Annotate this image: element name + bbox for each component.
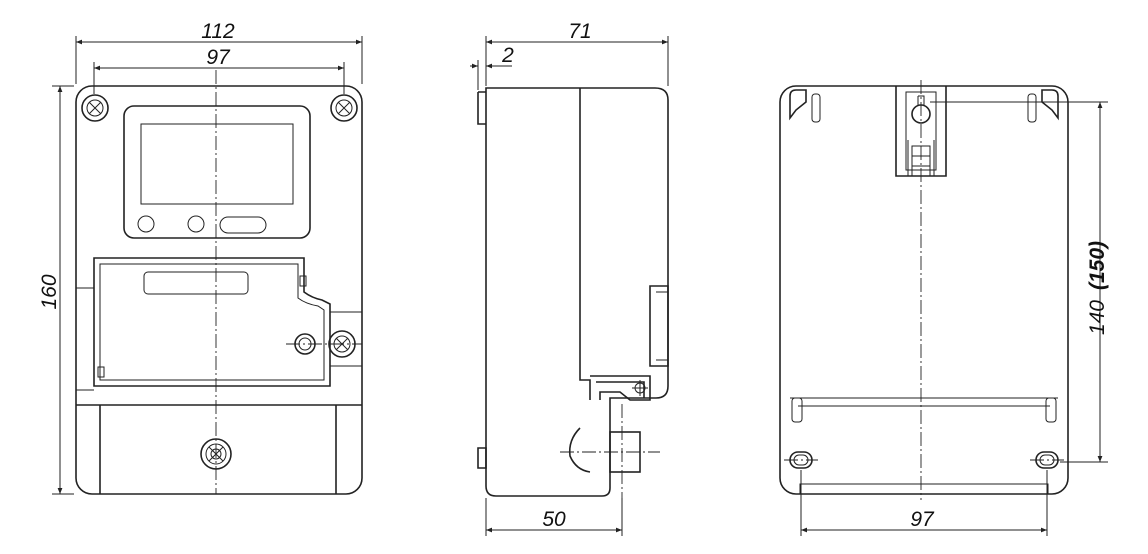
rear-vertical-alt-label: (150) [1086,241,1109,290]
side-terminal-inner [596,381,645,398]
side-bottom-label: 50 [542,508,566,531]
front-hole-spacing-label: 97 [206,46,231,69]
card-compartment [93,257,331,387]
screw-top-left [81,94,109,122]
terminal-cover [76,404,362,494]
rear-body-outline [779,85,1069,495]
rear-vert-ext [930,101,1108,463]
rear-hook-right [1041,89,1059,121]
card-slot [143,271,249,295]
button-slot [219,216,267,234]
rear-slot-tr [1027,93,1037,123]
latch-mark-2 [97,366,105,378]
rear-slot-right [1045,397,1057,423]
side-clip [649,285,669,367]
latch-mark [299,275,307,287]
side-view: 71 2 50 [470,20,669,536]
rear-hang-slot [917,95,925,106]
rear-slot-left [791,397,803,423]
rear-hole-ext [800,470,1048,536]
front-height-ext [52,85,74,495]
rear-cross-bar [790,397,1058,407]
rear-vertical-label: 140 [1086,300,1109,335]
side-body-outline [485,87,669,497]
rear-slot-tl [811,93,821,123]
side-split-line [579,88,591,400]
lcd-screen [140,123,294,205]
side-clip-inner [656,291,668,361]
side-depth-label: 71 [568,20,591,43]
front-view: 112 97 160 [38,20,363,495]
side-rails [76,287,362,391]
rear-hole-spacing-label: 97 [910,508,935,531]
side-screw-small [632,380,648,396]
side-terminal-block [590,375,651,401]
rear-vertical-labels: 140 (150) [1086,241,1109,335]
screw-top-right [330,94,358,122]
rear-bottom-step [799,483,1049,494]
rear-hook-left [789,89,807,121]
side-centerlines [560,404,660,534]
side-offset-label: 2 [501,44,514,67]
front-body-outline [75,85,363,495]
side-foot [477,447,487,469]
front-ext-lines [75,36,363,94]
side-cable-arc [568,427,591,473]
display-window [123,105,311,239]
side-mount-tab [477,91,486,125]
indicator-led-2 [187,215,205,233]
front-height-label: 160 [38,274,61,309]
front-width-label: 112 [201,20,235,43]
rear-view: 140 (150) 97 [779,80,1109,536]
rear-bracket-inner [905,91,937,171]
card-compartment-inner [99,263,325,381]
indicator-led-1 [137,215,155,233]
